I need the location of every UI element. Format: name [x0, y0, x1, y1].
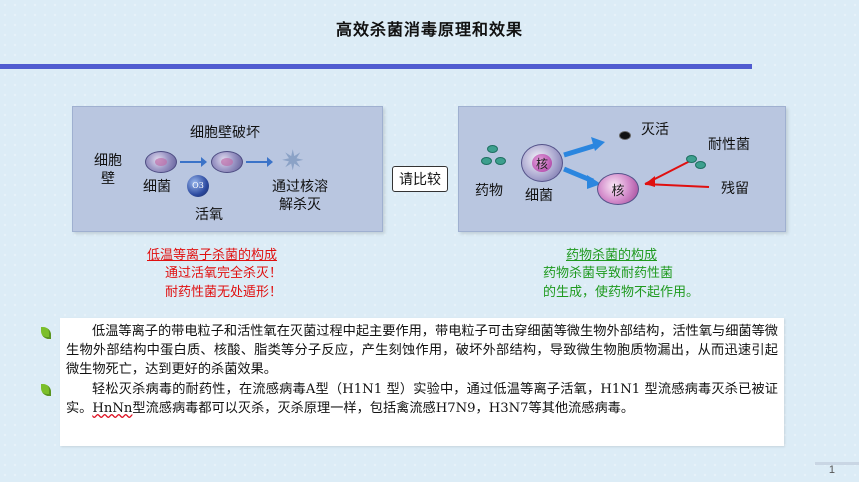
page-number: 1: [828, 464, 835, 476]
residue-label: 残留: [721, 181, 749, 197]
resistant-bacteria-label: 耐性菌: [708, 137, 750, 153]
wall-break-label: 细胞壁破坏: [190, 125, 260, 141]
nucleus-resistant: 核: [611, 183, 625, 199]
drug-label: 药物: [475, 183, 503, 199]
bacteria-with-nucleus: 核: [521, 144, 563, 182]
resistant-bacteria-particle: [695, 161, 706, 169]
title-rule: [0, 64, 752, 69]
slide-title: 高效杀菌消毒原理和效果: [335, 20, 523, 39]
left-caption-line2: 耐药性菌无处遁形！: [165, 285, 283, 300]
bullet-icon: [41, 327, 51, 339]
drug-particle: [487, 145, 498, 153]
compare-connector: 〈 请比较 〉: [384, 160, 456, 198]
drug-particle: [495, 157, 506, 165]
right-caption-title: 药物杀菌的构成: [566, 248, 658, 263]
footer-bar: [815, 462, 859, 465]
paragraph-virus-text-b: 型流感病毒都可以灭杀，灭杀原理一样，包括禽流感H7N9，H3N7等其他流感病毒。: [132, 401, 635, 417]
right-caption-line2: 的生成，使药物不起作用。: [543, 285, 700, 300]
paragraph-virus: 轻松灭杀病毒的耐药性，在流感病毒A型（H1N1 型）实验中，通过低温等离子活氧，…: [66, 380, 778, 418]
drug-particle: [481, 157, 492, 165]
inactivate-label: 灭活: [641, 122, 669, 138]
bacteria-cell-intact: [145, 151, 177, 173]
left-caption-title: 低温等离子杀菌的构成: [147, 248, 278, 263]
paragraph-virus-text-a: 轻松灭杀病毒的耐药性，在流感病毒A型（H1N1 型）实验中，通过低温等离子活氧，…: [66, 382, 778, 417]
paragraph-mechanism: 低温等离子的带电粒子和活性氧在灭菌过程中起主要作用，带电粒子可击穿细菌等微生物外…: [66, 324, 778, 378]
right-caption-line1: 药物杀菌导致耐药性菌: [543, 266, 674, 281]
nucleus: 核: [532, 154, 552, 172]
lysed-cell-burst-icon: ✷: [281, 144, 305, 177]
oxygen-label: 活氧: [195, 207, 223, 223]
spellcheck-word: HnNn: [92, 401, 133, 417]
description-textbox: 低温等离子的带电粒子和活性氧在灭菌过程中起主要作用，带电粒子可击穿细菌等微生物外…: [60, 318, 784, 446]
lysis-label: 通过核溶 解杀灭: [272, 179, 328, 213]
drug-diagram-panel: 药物 核 细菌 灭活 核 耐性菌 残留: [458, 106, 786, 232]
resistant-core-cell: 核: [597, 173, 639, 205]
resistant-bacteria-particle: [686, 155, 697, 163]
flow-arrows: [563, 137, 710, 189]
arrow-2: [246, 157, 273, 167]
active-oxygen-icon: O3: [187, 175, 209, 197]
inactivated-particle-icon: [619, 131, 631, 140]
left-caption-line1: 通过活氧完全杀灭！: [165, 266, 283, 281]
plasma-diagram-panel: 细胞 壁 细胞壁破坏 ✷ 细菌 O3 活氧 通过核溶 解杀灭: [72, 106, 383, 232]
bacteria-cell-damaged: [211, 151, 243, 173]
cell-wall-label: 细胞 壁: [94, 153, 122, 187]
bacteria-label-right: 细菌: [525, 188, 553, 204]
compare-label: 请比较: [392, 166, 448, 192]
arrow-1: [180, 157, 207, 167]
bacteria-label: 细菌: [143, 179, 171, 195]
bullet-icon: [41, 384, 51, 396]
